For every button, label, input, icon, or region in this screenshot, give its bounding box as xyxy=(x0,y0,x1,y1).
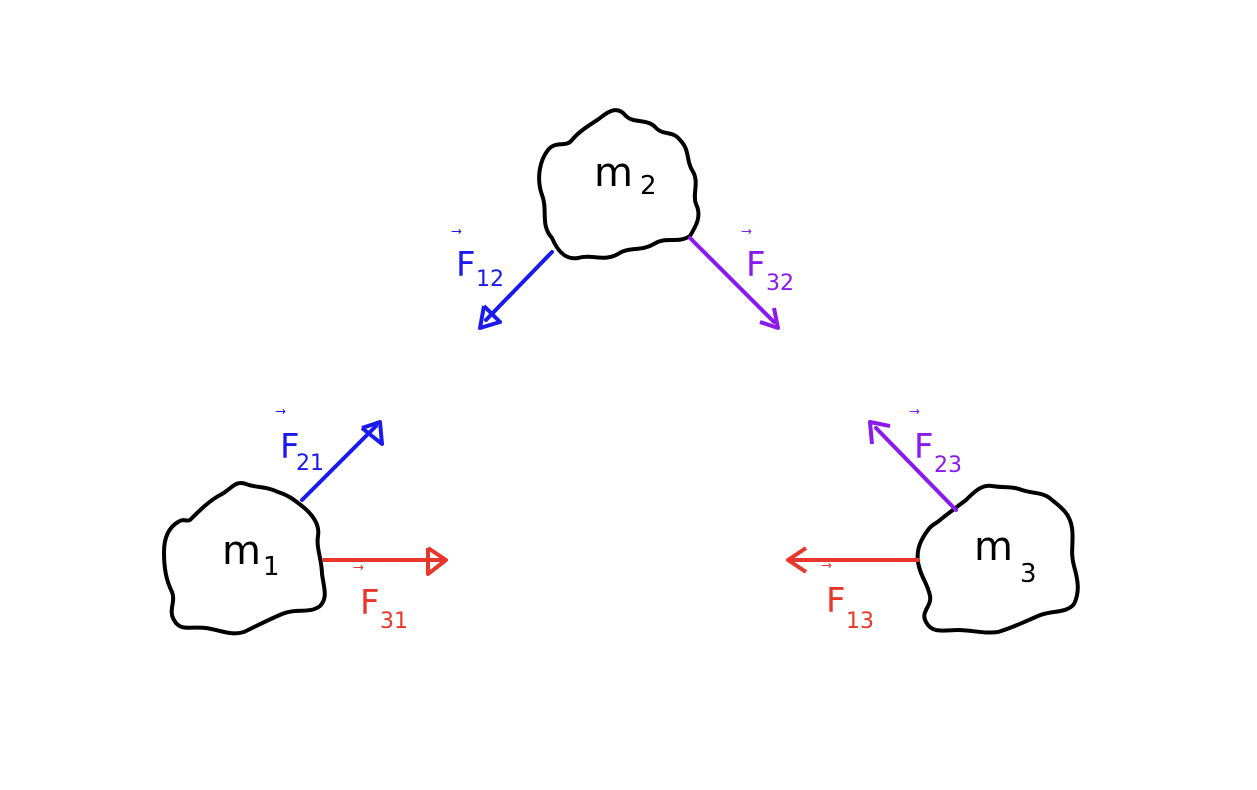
mass-m2-outline xyxy=(537,108,701,261)
force-F23-shaft xyxy=(874,426,958,512)
force-F32: F 32 ⃗ xyxy=(688,229,794,330)
force-F32-subscript: 32 xyxy=(766,271,794,296)
mass-m2-letter: m xyxy=(594,150,633,196)
force-F21-subscript: 21 xyxy=(296,451,324,476)
mass-m2-subscript: 2 xyxy=(640,171,657,201)
force-F23-subscript: 23 xyxy=(934,453,962,478)
force-F32-vector-mark: ⃗ xyxy=(741,229,752,234)
force-F21: F 21 ⃗ xyxy=(275,409,384,502)
force-F31-arrowhead xyxy=(426,546,448,576)
mass-m3-outline xyxy=(915,483,1080,635)
mass-m1-outline xyxy=(162,481,327,636)
force-F32-letter: F xyxy=(746,245,766,285)
mass-m3: m 3 xyxy=(915,483,1080,635)
force-F13-arrowhead xyxy=(786,546,808,574)
force-F13-subscript: 13 xyxy=(846,609,874,634)
force-F12-shaft xyxy=(484,250,554,322)
force-F31-vector-mark: ⃗ xyxy=(353,565,364,570)
force-F21-letter: F xyxy=(280,427,300,467)
force-F31-subscript: 31 xyxy=(380,609,408,634)
force-F32-shaft xyxy=(688,236,776,324)
force-F12: F 12 ⃗ xyxy=(451,229,554,330)
force-F21-shaft xyxy=(300,424,378,502)
force-F23-arrowhead xyxy=(868,420,891,445)
force-F23-vector-mark: ⃗ xyxy=(909,409,920,414)
force-F12-arrowhead xyxy=(478,304,502,330)
force-F21-arrowhead xyxy=(360,420,384,446)
force-F13-letter: F xyxy=(826,581,846,621)
force-F23: F 23 ⃗ xyxy=(868,409,962,512)
force-F21-vector-mark: ⃗ xyxy=(275,409,286,414)
mass-m1-letter: m xyxy=(222,528,261,574)
force-F13-vector-mark: ⃗ xyxy=(821,563,832,568)
force-F32-arrowhead xyxy=(759,307,780,330)
mass-m3-letter: m xyxy=(974,524,1013,570)
force-F12-subscript: 12 xyxy=(476,267,504,292)
force-F23-letter: F xyxy=(914,427,934,467)
force-F12-letter: F xyxy=(456,245,476,285)
mass-m3-subscript: 3 xyxy=(1020,559,1037,589)
force-F31: F 31 ⃗ xyxy=(322,546,448,634)
mass-m1-subscript: 1 xyxy=(263,552,280,582)
force-F31-letter: F xyxy=(360,583,380,623)
force-F13: F 13 ⃗ xyxy=(786,546,920,634)
mass-m1: m 1 xyxy=(162,481,327,636)
force-F12-vector-mark: ⃗ xyxy=(451,229,462,234)
mass-m2: m 2 xyxy=(537,108,701,261)
